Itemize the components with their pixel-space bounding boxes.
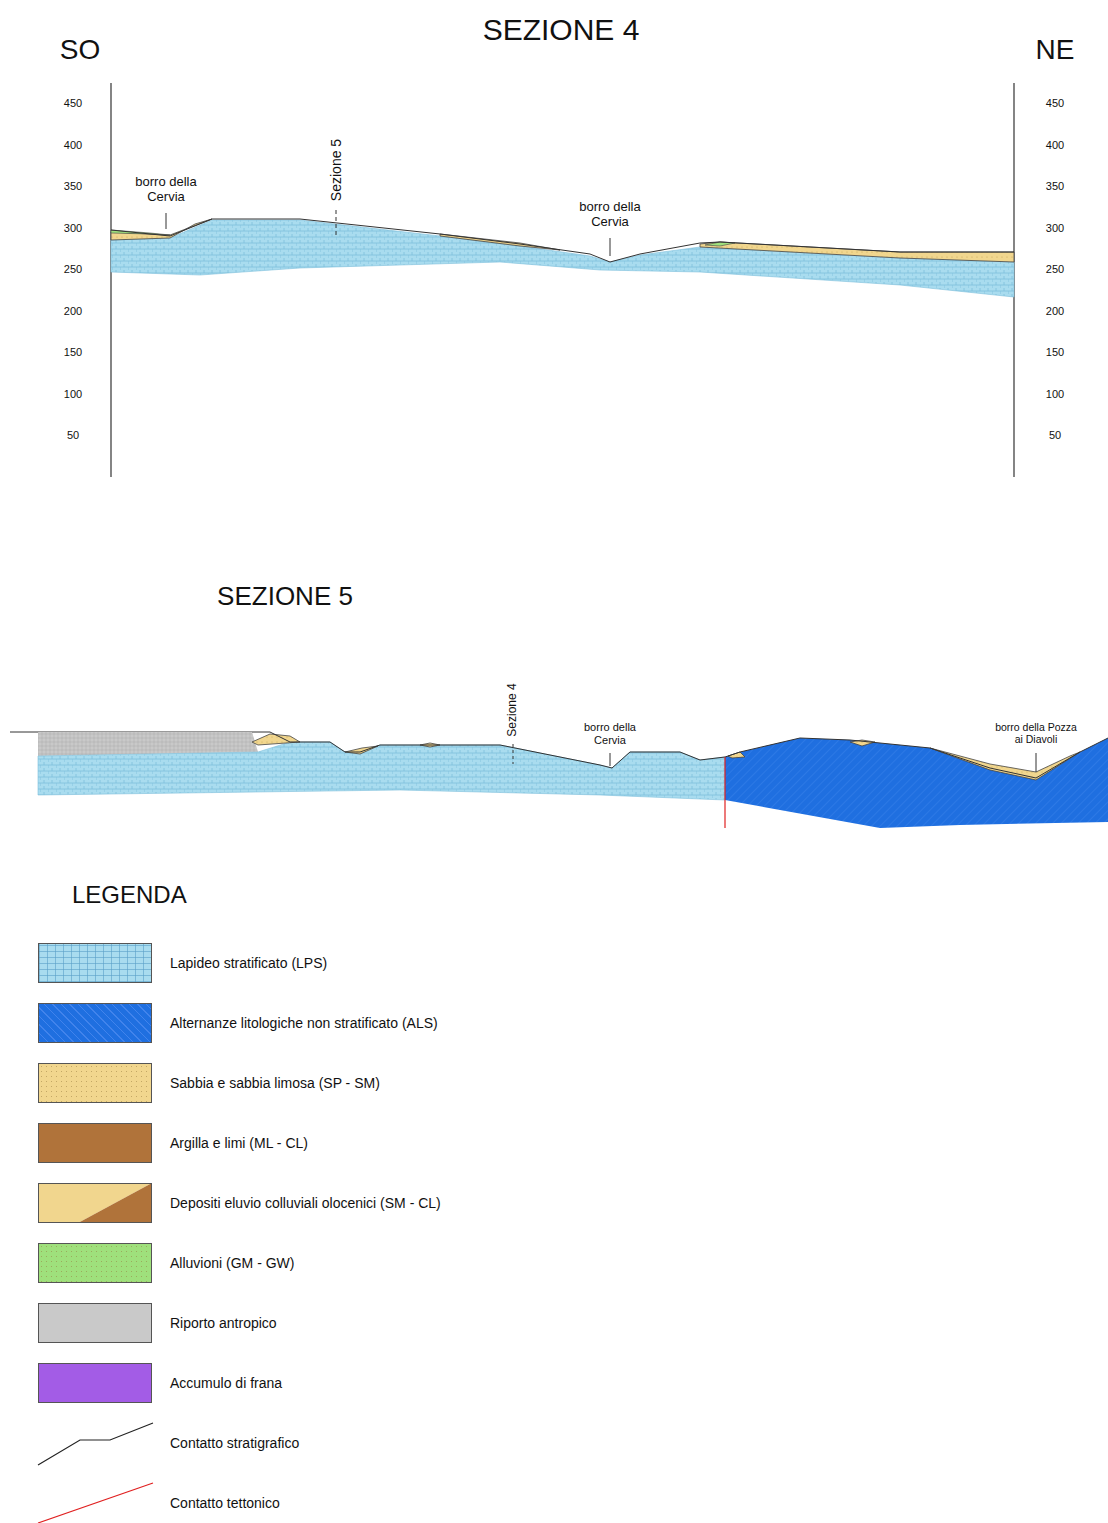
section-5 [10,732,1108,828]
legend-text: Riporto antropico [170,1315,277,1331]
axis-value: 350 [64,180,82,193]
axis-value: 450 [1046,97,1064,110]
axis-value: 400 [1046,138,1064,151]
legend-swatch [38,943,152,983]
legend-swatch [38,1363,152,1403]
axis-value: 400 [64,138,82,151]
legend-text: Argilla e limi (ML - CL) [170,1135,308,1151]
place-label: borro della Cervia [575,721,645,746]
legend-text: Lapideo stratificato (LPS) [170,955,327,971]
axis-value: 50 [1049,429,1061,442]
axis-value: 350 [1046,180,1064,193]
section-marker: Sezione 4 [506,681,520,738]
axis-value: 250 [1046,263,1064,276]
axis-value: 300 [64,221,82,234]
legend-swatch [38,1123,152,1163]
axis-value: 250 [64,263,82,276]
axes [111,83,1014,477]
axis-value: 200 [64,304,82,317]
place-label: borro della Cervia [565,200,655,230]
legend-text: Alluvioni (GM - GW) [170,1255,294,1271]
axis-value: 450 [64,97,82,110]
axis-value: 150 [1046,346,1064,359]
axis-value: 100 [64,387,82,400]
legend-swatch [38,1063,152,1103]
direction-label: NE [1036,34,1075,66]
direction-label: SO [60,34,100,66]
legend-text: Contatto tettonico [170,1495,280,1511]
section-4 [111,210,1014,297]
axis-value: 50 [67,429,79,442]
legend-swatch [38,1303,152,1343]
legend-text: Accumulo di frana [170,1375,282,1391]
legend-lines [38,1423,153,1523]
axis-value: 300 [1046,221,1064,234]
legend-swatch [38,1243,152,1283]
legend-text: Contatto stratigrafico [170,1435,299,1451]
axis-value: 200 [1046,304,1064,317]
legend-swatch [38,1003,152,1043]
place-label: borro della Cervia [121,175,211,205]
legend-text: Sabbia e sabbia limosa (SP - SM) [170,1075,380,1091]
section-marker: Sezione 5 [328,137,344,203]
axis-value: 100 [1046,387,1064,400]
axis-value: 150 [64,346,82,359]
legend-text: Alternanze litologiche non stratificato … [170,1015,438,1031]
place-label: borro della Pozza ai Diavoli [991,721,1081,745]
legend-text: Depositi eluvio colluviali olocenici (SM… [170,1195,441,1211]
legend-title: LEGENDA [72,881,187,909]
section-title: SEZIONE 5 [217,582,353,612]
section-title: SEZIONE 4 [483,13,640,48]
legend-swatch [38,1183,152,1223]
